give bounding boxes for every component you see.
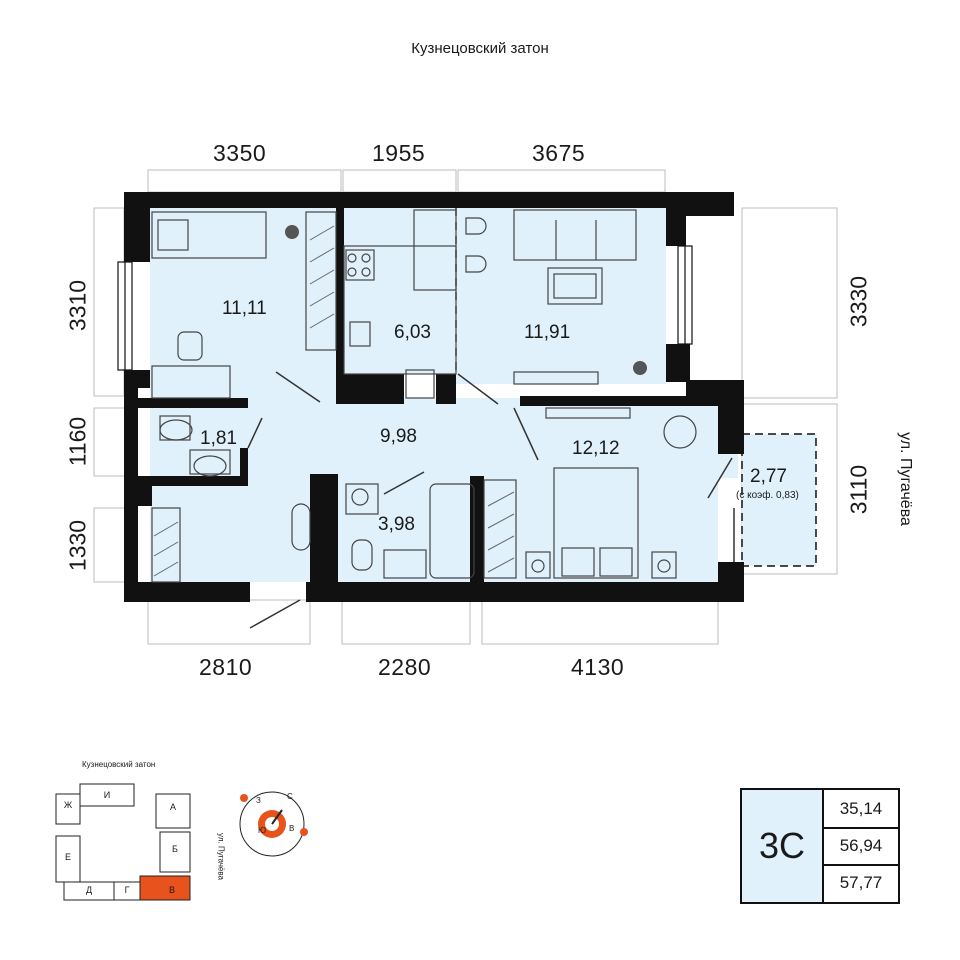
site-minimap [55,783,191,901]
apartment-type: 3С [742,790,824,902]
dim-top-3: 3675 [532,140,586,166]
summary-value-3: 57,77 [839,872,883,892]
section-g: Г [124,885,130,895]
plants [285,225,647,375]
area-living: 11,91 [524,322,571,343]
compass-rose [239,791,308,857]
dim-right-1: 3330 [845,275,872,328]
dim-bottom-3: 4130 [571,654,625,680]
area-bedroom: 12,12 [572,438,620,459]
minimap-title: Кузнецовский затон [82,760,156,769]
section-zh: Ж [63,800,73,810]
street-label-top: Кузнецовский затон [411,40,549,57]
section-a: А [169,802,176,812]
wardrobe-hatching [153,225,515,577]
dim-bottom-2: 2280 [378,654,432,680]
balcony-outline [741,433,817,567]
dim-left-1: 3310 [64,279,91,332]
area-balcony-note: (с коэф. 0,83) [736,490,799,501]
area-hall: 9,98 [380,426,417,447]
furniture [151,209,697,583]
dim-right-2: 3110 [845,464,872,515]
section-v: В [168,885,175,895]
dim-left-2: 1160 [64,416,91,467]
area-kitchen: 6,03 [394,322,431,343]
dim-top-2: 1955 [372,140,426,166]
walls [124,192,744,602]
compass-w: З [256,796,261,805]
dim-bottom-1: 2810 [199,654,253,680]
summary-value-1: 35,14 [824,790,898,829]
dim-top-1: 3350 [213,140,267,166]
area-wc: 1,81 [200,428,237,449]
summary-value-2: 56,94 [824,827,898,866]
compass-e: В [289,824,295,833]
area-bath: 3,98 [378,514,415,535]
section-d: Д [85,885,93,895]
section-e: Е [64,852,71,862]
section-i: И [103,790,111,800]
area-room-1: 11,11 [222,298,267,319]
minimap-street: ул. Пугачёва [216,833,226,880]
windows [117,245,693,371]
apartment-summary: 3С 35,14 56,94 57,77 [740,788,900,904]
section-b: Б [172,844,178,854]
compass-n: С [287,792,293,801]
area-balcony: 2,77 [750,466,787,487]
compass-s: Ю [258,826,267,835]
doors [247,371,735,629]
dim-left-3: 1330 [64,519,91,572]
